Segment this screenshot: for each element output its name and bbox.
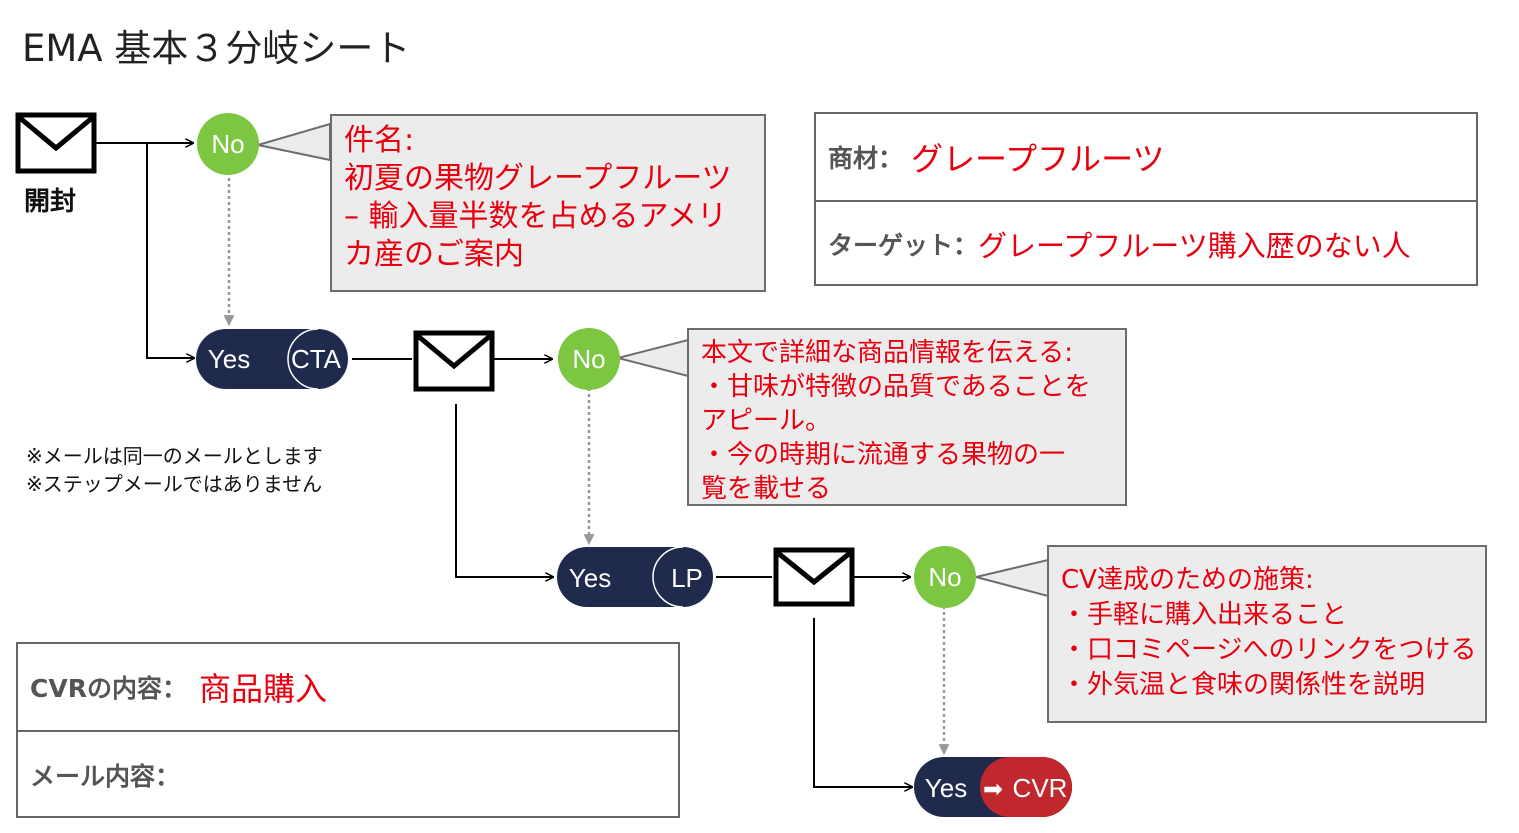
no-node-3: No (914, 546, 976, 608)
callout-line: ・今の時期に流通する果物の一 (701, 440, 1066, 470)
no-node-1: No (197, 113, 259, 175)
callout-pointer-2 (617, 338, 689, 378)
lp-label: LP (671, 563, 703, 593)
product-label: 商材： (828, 144, 904, 173)
callout-line: 覧を載せる (701, 474, 832, 504)
yes-lp-node: Yes LP (557, 546, 713, 608)
arrow-to-yes3 (813, 618, 912, 787)
page-title: EMA 基本３分岐シート (22, 27, 411, 70)
callout-line: – 輸入量半数を占めるアメリ (344, 199, 728, 234)
cvr-row: CVRの内容： 商品購入 (18, 644, 678, 732)
target-row: ターゲット： グレープフルーツ購入歴のない人 (816, 202, 1476, 286)
cta-label: CTA (291, 344, 342, 374)
no-node-2: No (558, 328, 620, 390)
callout-line: カ産のご案内 (344, 237, 524, 272)
cvr-label: CVR (1013, 773, 1068, 803)
callout-line: 件名: (344, 123, 415, 158)
no-node-2-label: No (572, 344, 605, 374)
subject-callout: 件名: 初夏の果物グレープフルーツ – 輸入量半数を占めるアメリ カ産のご案内 (330, 114, 766, 292)
arrow-to-yes2 (455, 404, 553, 577)
callout-line: ・口コミページへのリンクをつける (1061, 635, 1477, 665)
no-node-3-label: No (928, 562, 961, 592)
cv-measures-callout: CV達成のための施策: ・手軽に購入出来ること ・口コミページへのリンクをつける… (1047, 545, 1487, 723)
callout-line: 本文で詳細な商品情報を伝える: (701, 338, 1073, 368)
callout-line: 初夏の果物グレープフルーツ (344, 161, 732, 196)
cvr-content-label: CVRの内容： (30, 674, 187, 703)
callout-line: アピール。 (701, 406, 832, 436)
yes-label-2: Yes (569, 563, 611, 593)
body-callout: 本文で詳細な商品情報を伝える: ・甘味が特徴の品質であることを アピール。 ・今… (687, 328, 1127, 506)
arrow-right-icon: ➡ (983, 776, 1003, 803)
mail-content-label: メール内容： (30, 762, 181, 791)
mail-content-row: メール内容： (18, 732, 678, 818)
target-label: ターゲット： (828, 231, 979, 260)
callout-line: ・外気温と食味の関係性を説明 (1061, 670, 1426, 700)
callout-line: CV達成のための施策: (1061, 565, 1314, 595)
yes-label-3: Yes (925, 773, 967, 803)
callout-pointer-3 (975, 558, 1049, 598)
product-value: グレープフルーツ (911, 140, 1165, 178)
yes-cta-node: Yes CTA (196, 328, 348, 390)
cvr-info-box: CVRの内容： 商品購入 メール内容： (16, 642, 680, 818)
envelope-icon (15, 112, 97, 174)
no-node-1-label: No (211, 129, 244, 159)
callout-line: ・手軽に購入出来ること (1061, 600, 1348, 630)
arrow-to-yes1 (146, 143, 194, 358)
yes-cvr-node: Yes ➡ CVR (914, 757, 1072, 817)
note-text: ※メールは同一のメールとします ※ステップメールではありません (26, 442, 323, 498)
note-line: ※メールは同一のメールとします (26, 444, 323, 468)
envelope-icon-3 (773, 547, 855, 607)
callout-pointer-1 (257, 122, 331, 162)
product-info-box: 商材： グレープフルーツ ターゲット： グレープフルーツ購入歴のない人 (814, 112, 1478, 286)
envelope-icon-2 (413, 330, 495, 392)
target-value: グレープフルーツ購入歴のない人 (978, 229, 1411, 263)
product-row: 商材： グレープフルーツ (816, 114, 1476, 202)
open-label: 開封 (24, 187, 77, 217)
cvr-content-value: 商品購入 (198, 670, 327, 708)
yes-label-1: Yes (208, 344, 250, 374)
note-line: ※ステップメールではありません (26, 472, 323, 496)
callout-line: ・甘味が特徴の品質であることを (701, 372, 1091, 402)
